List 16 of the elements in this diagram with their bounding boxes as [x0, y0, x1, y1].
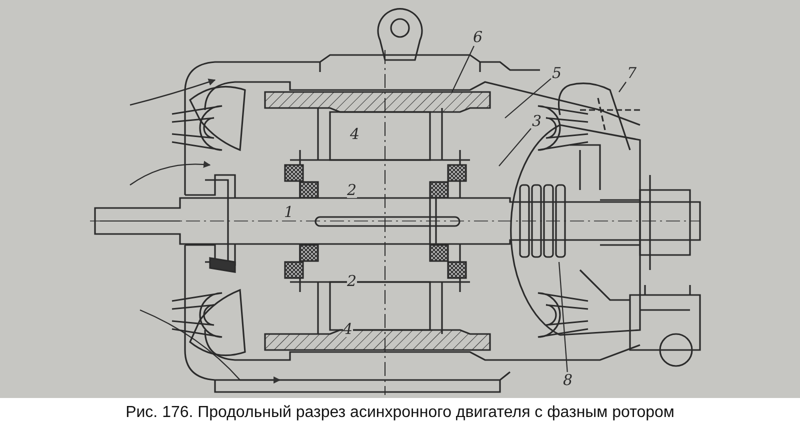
callout-number: 5: [552, 66, 562, 81]
callout-number: 3: [532, 114, 542, 129]
callout-number: 1: [284, 205, 294, 220]
leader-line: [452, 46, 474, 92]
leader-line: [618, 82, 626, 92]
leader-line: [498, 128, 532, 166]
callout-number: 7: [627, 66, 637, 81]
callout-number: 4: [343, 322, 353, 337]
leader-line: [504, 78, 552, 118]
callout-number: 6: [473, 30, 483, 45]
callout-number: 2: [347, 274, 357, 289]
callout-number: 4: [350, 127, 360, 142]
figure-caption: Рис. 176. Продольный разрез асинхронного двигателя с фазным ротором: [124, 404, 676, 422]
leader-line: [558, 262, 568, 372]
callout-number: 8: [563, 373, 573, 388]
callout-number: 2: [347, 183, 357, 198]
